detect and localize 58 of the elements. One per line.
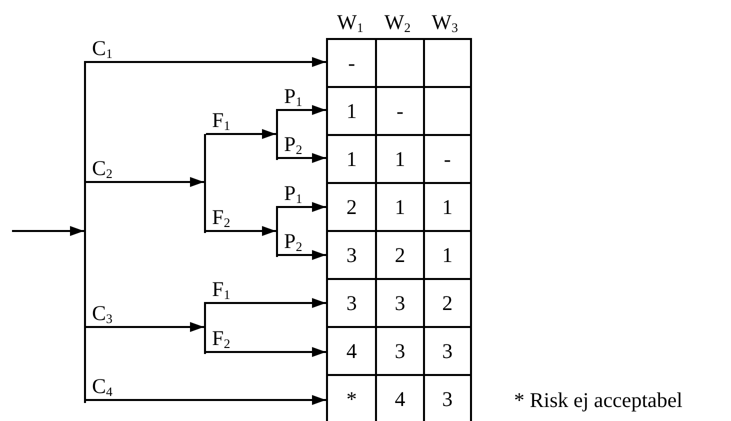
edge-label: F$_{2}$ [211, 328, 232, 349]
arrow [278, 202, 326, 212]
table-row [326, 278, 472, 328]
cell-value: 3 [394, 292, 406, 314]
arrow [206, 347, 326, 357]
edge-label: P$_{2}$ [283, 134, 304, 155]
table-row [326, 38, 472, 88]
edge-label: C$_{4}$ [91, 376, 114, 397]
table-row [326, 326, 472, 376]
table-row [326, 182, 472, 232]
cell-value: 3 [394, 340, 406, 362]
arrow [86, 57, 326, 67]
table-row [326, 374, 472, 421]
arrow [86, 177, 204, 187]
column-header: W$_{2}$ [383, 12, 412, 33]
cell-value: 2 [394, 244, 406, 266]
cell-value: 3 [442, 388, 453, 410]
cell-value: 2 [442, 292, 453, 314]
cell-value: 1 [394, 148, 406, 170]
edge-label: P$_{1}$ [283, 86, 304, 107]
arrow [278, 153, 326, 163]
column-header: W$_{3}$ [430, 12, 459, 33]
cell-value: 3 [442, 340, 453, 362]
cell-value: 1 [346, 148, 357, 170]
edge-label: F$_{1}$ [211, 279, 232, 300]
cell-value: 1 [442, 244, 453, 266]
cell-value: 4 [346, 340, 357, 362]
edge-label: F$_{1}$ [211, 110, 232, 131]
edge-label: F$_{2}$ [211, 207, 232, 228]
edge-label: C$_{2}$ [91, 158, 114, 179]
cell-value: - [444, 148, 451, 170]
edge-label: P$_{1}$ [283, 183, 304, 204]
cell-value: - [348, 52, 356, 74]
edge-label: P$_{2}$ [283, 231, 304, 252]
arrow [278, 250, 326, 260]
cell-value: 1 [346, 100, 357, 122]
arrow [86, 395, 326, 405]
cell-value: * [346, 388, 357, 410]
arrow [86, 322, 204, 332]
arrow [12, 226, 84, 236]
arrow [206, 226, 276, 236]
arrow [206, 129, 276, 139]
edge-label: C$_{1}$ [91, 38, 114, 59]
cell-value: - [396, 100, 404, 122]
cell-value: 3 [346, 292, 357, 314]
column-header: W$_{1}$ [336, 12, 364, 33]
cell-value: 1 [442, 196, 453, 218]
arrow [278, 105, 326, 115]
table-row [326, 86, 472, 136]
cell-value: 3 [346, 244, 357, 266]
cell-value: 2 [346, 196, 357, 218]
cell-value: 1 [394, 196, 406, 218]
footnote: * Risk ej acceptabel [513, 390, 684, 411]
arrow [206, 298, 326, 308]
edge-label: C$_{3}$ [91, 303, 114, 324]
table-row [326, 230, 472, 280]
cell-value: 4 [394, 388, 406, 410]
table-row [326, 134, 472, 184]
